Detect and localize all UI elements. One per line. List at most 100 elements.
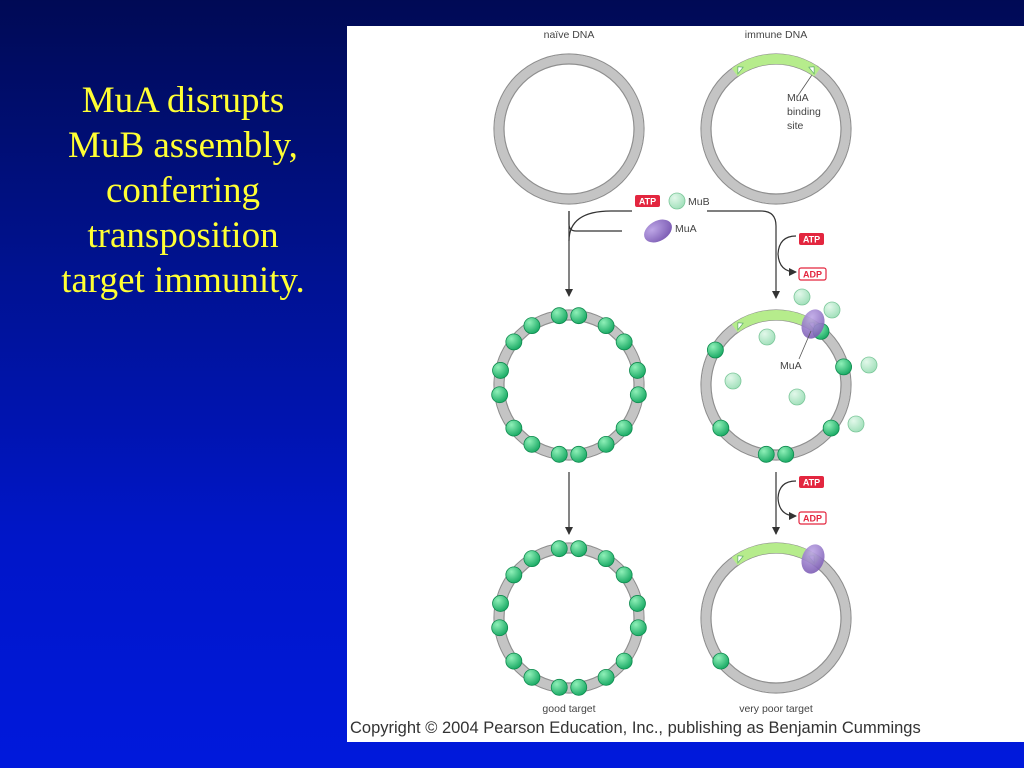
right-down-arrow-1 — [707, 210, 780, 299]
adp-badge-1: ADP — [798, 267, 827, 281]
title-line-5: target immunity. — [61, 260, 305, 301]
mub-bound-good-2 — [570, 540, 588, 558]
mub-bound-good-11 — [523, 668, 541, 686]
mub-bound-left-9 — [570, 445, 588, 463]
atp-badge-1: ATP — [799, 233, 824, 245]
title-line-1: MuA disrupts — [81, 80, 285, 121]
mub-bound-left-10 — [550, 445, 568, 463]
naive-dna-ring-outer-edge — [493, 53, 645, 205]
poor-target-ring — [701, 543, 851, 693]
mub-free-4 — [724, 372, 742, 390]
naive-dna-ring-coated — [494, 310, 644, 460]
title-line-3: conferring — [105, 170, 261, 211]
mub-bound-right-5 — [757, 445, 775, 463]
mub-bound-left-16 — [523, 317, 541, 335]
very-poor-target-label: very poor target — [739, 703, 813, 715]
mub-bound-good-15 — [505, 566, 523, 584]
mub-bound-good-16 — [523, 550, 541, 568]
mua-binding-site-2-end-marker-1 — [737, 322, 744, 331]
svg-text:ADP: ADP — [803, 514, 822, 524]
atp-badge-2: ATP — [799, 476, 824, 488]
mub-free-2 — [823, 301, 841, 319]
mua-binding-site-1-end-marker-1 — [737, 66, 744, 75]
mub-free-1 — [793, 288, 811, 306]
good-target-ring-inner-edge — [503, 552, 635, 684]
mub-bound-good-12 — [505, 652, 523, 670]
immune-dna-ring-mub-outer-edge — [700, 309, 852, 461]
mub-free-5 — [788, 388, 806, 406]
mub-legend-label: MuB — [688, 196, 710, 208]
good-target-ring — [494, 543, 644, 693]
immune-dna-label: immune DNA — [745, 29, 807, 41]
mu-transposition-diagram: naïve DNA immune DNA MuA binding site AT… — [491, 29, 878, 715]
mub-bound-left-12 — [505, 419, 523, 437]
poor-target-ring-inner-edge — [710, 552, 842, 684]
mub-bound-right-7 — [706, 341, 724, 359]
mua-binding-site-1-end-marker-2 — [808, 66, 815, 75]
mub-bound-left-7 — [615, 419, 633, 437]
mua-bound-1 — [801, 309, 825, 339]
mub-bound-left-2 — [570, 307, 588, 325]
mua-legend-label: MuA — [675, 223, 697, 235]
poor-target-ring-outer-edge — [700, 542, 852, 694]
naive-dna-ring-coated-outer-edge — [493, 309, 645, 461]
mub-bound-right-2 — [835, 358, 853, 376]
naive-dna-label: naïve DNA — [544, 29, 595, 41]
mub-bound-left-5 — [629, 362, 646, 379]
mua-binding-site-1 — [731, 54, 821, 77]
mub-bound-left-13 — [491, 386, 509, 404]
mua-bound-2 — [801, 544, 825, 574]
dna-rings — [491, 53, 878, 696]
copyright-notice: Copyright © 2004 Pearson Education, Inc.… — [350, 719, 921, 737]
good-target-label: good target — [542, 703, 595, 715]
mub-bound-good-14 — [492, 595, 509, 612]
slide-title: MuA disrupts MuB assembly, conferring tr… — [22, 78, 344, 303]
mub-free-7 — [847, 415, 865, 433]
binding-site-line-3: site — [787, 120, 804, 132]
left-merge — [568, 210, 632, 242]
mua-legend-icon — [644, 219, 672, 243]
arrows — [565, 210, 797, 535]
mua-binding-site-3-end-marker-1 — [737, 555, 744, 564]
mub-bound-left-1 — [550, 307, 568, 325]
immune-dna-ring — [701, 54, 851, 204]
mub-bound-good-4 — [615, 566, 633, 584]
mua-binding-site-label: MuA binding site — [787, 65, 821, 132]
right-atp-curve-2 — [777, 480, 797, 520]
mub-bound-left-14 — [492, 362, 509, 379]
atp-badge-legend: ATP — [635, 195, 660, 207]
mub-bound-left-3 — [597, 317, 615, 335]
mub-bound-left-11 — [523, 435, 541, 453]
mub-free-6 — [860, 356, 878, 374]
mub-bound-left-6 — [629, 386, 647, 404]
svg-text:ATP: ATP — [639, 197, 656, 207]
mub-bound-left-15 — [505, 333, 523, 351]
mub-bound-right-3 — [822, 419, 840, 437]
naive-dna-ring — [494, 54, 644, 204]
binding-site-line-2: binding — [787, 106, 821, 118]
legend: ATP MuB MuA — [635, 192, 710, 243]
mub-bound-good-1 — [550, 540, 568, 558]
binding-site-line-1: MuA — [787, 92, 809, 104]
title-line-4: transposition — [87, 215, 279, 256]
mub-bound-good-8 — [597, 668, 615, 686]
mub-legend-icon — [668, 192, 686, 210]
svg-text:ADP: ADP — [803, 270, 822, 280]
immune-dna-ring-inner-edge — [710, 63, 842, 195]
mub-bound-right-4 — [777, 445, 795, 463]
mub-bound-good-13 — [491, 619, 509, 637]
mub-bound-good-3 — [597, 550, 615, 568]
mub-bound-left-8 — [597, 435, 615, 453]
mub-bound-good-9 — [570, 678, 588, 696]
figure-panel: naïve DNA immune DNA MuA binding site AT… — [347, 26, 1024, 742]
mua-callout-line — [798, 330, 812, 360]
mua-callout-label: MuA — [780, 360, 802, 372]
immune-dna-ring-outer-edge — [700, 53, 852, 205]
naive-dna-ring-inner-edge — [503, 63, 635, 195]
title-line-2: MuB assembly, — [68, 125, 298, 166]
svg-text:ATP: ATP — [803, 235, 820, 245]
mub-bound-good-5 — [629, 595, 646, 612]
good-target-ring-outer-edge — [493, 542, 645, 694]
naive-dna-ring-coated-inner-edge — [503, 319, 635, 451]
mub-bound-good-10 — [550, 678, 568, 696]
